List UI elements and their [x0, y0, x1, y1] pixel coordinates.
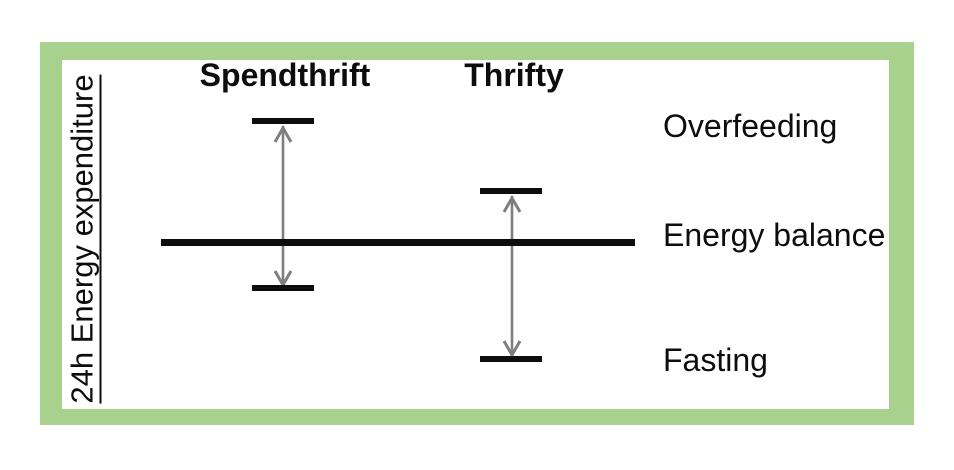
thrifty-overfeeding-tick [480, 188, 542, 194]
thrifty-range-arrow [502, 194, 522, 359]
thrifty-fasting-tick [480, 356, 542, 362]
arrowhead-up-icon [502, 194, 522, 213]
plot-area: 24h Energy expenditure Spendthrift Thrif… [62, 57, 889, 409]
green-border-frame: 24h Energy expenditure Spendthrift Thrif… [40, 42, 914, 425]
spendthrift-range-arrow [273, 124, 293, 289]
label-overfeeding: Overfeeding [663, 108, 838, 144]
energy-balance-line [161, 239, 635, 246]
column-header-spendthrift: Spendthrift [199, 57, 371, 93]
column-header-thrifty: Thrifty [464, 57, 564, 93]
spendthrift-fasting-tick [252, 285, 314, 291]
label-fasting: Fasting [663, 342, 768, 378]
arrowhead-down-icon [502, 340, 522, 359]
spendthrift-overfeeding-tick [252, 118, 314, 124]
arrowhead-up-icon [273, 124, 293, 143]
label-energy-balance: Energy balance [663, 217, 886, 253]
